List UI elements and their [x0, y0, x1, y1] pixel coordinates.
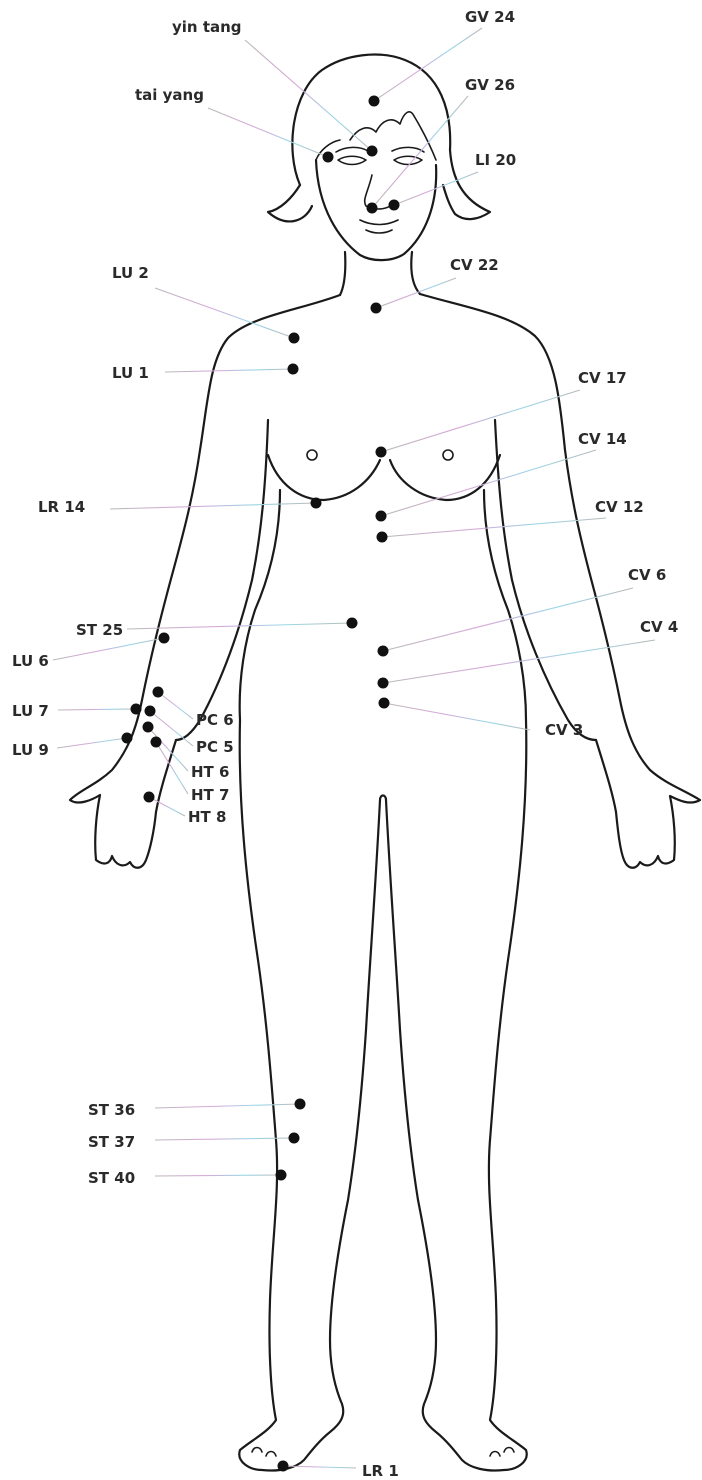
leader-line-cv3 — [384, 703, 530, 730]
acupoint-label-cv12: CV 12 — [595, 498, 644, 516]
acupoint-label-pc5: PC 5 — [196, 738, 234, 756]
acupoint-label-lr1: LR 1 — [362, 1462, 399, 1480]
acupoint-marker-ht7 — [151, 737, 162, 748]
acupoint-label-gv24: GV 24 — [465, 8, 515, 26]
acupoint-marker-cv3 — [379, 698, 390, 709]
leader-line-ht8 — [149, 797, 185, 816]
leader-line-cv6 — [383, 588, 633, 651]
leader-line-pc6 — [158, 692, 193, 719]
acupoint-label-st37: ST 37 — [88, 1133, 135, 1151]
leader-line-cv17 — [381, 390, 580, 452]
leader-lines — [53, 28, 655, 1468]
acupoint-marker-cv12 — [377, 532, 388, 543]
acupoint-marker-lu6 — [159, 633, 170, 644]
acupoint-label-yintang: yin tang — [172, 18, 242, 36]
head-outline — [268, 55, 490, 261]
acupoint-marker-li20 — [389, 200, 400, 211]
acupoint-marker-gv26 — [367, 203, 378, 214]
leader-line-lu2 — [155, 288, 294, 338]
acupoint-label-taiyang: tai yang — [135, 86, 204, 104]
acupoint-labels: GV 24 yin tang GV 26 tai yang LI 20 CV 22 LU 2… — [12, 8, 678, 1480]
acupoint-marker-st25 — [347, 618, 358, 629]
acupoint-label-li20: LI 20 — [475, 151, 516, 169]
acupoint-label-lu2: LU 2 — [112, 264, 149, 282]
acupoint-marker-ht6 — [143, 722, 154, 733]
leader-line-taiyang — [208, 108, 328, 157]
acupoint-marker-ht8 — [144, 792, 155, 803]
acupoint-marker-taiyang — [323, 152, 334, 163]
leader-line-lu7 — [58, 709, 136, 710]
leader-line-st40 — [155, 1175, 281, 1176]
acupoint-marker-yintang — [367, 146, 378, 157]
leader-line-cv12 — [382, 518, 606, 537]
acupoint-marker-gv24 — [369, 96, 380, 107]
leader-line-st36 — [155, 1104, 300, 1108]
leader-line-cv14 — [381, 450, 596, 516]
acupoint-label-st40: ST 40 — [88, 1169, 135, 1187]
acupoint-label-cv3: CV 3 — [545, 721, 583, 739]
acupoint-label-lu9: LU 9 — [12, 741, 49, 759]
acupoint-label-pc6: PC 6 — [196, 711, 234, 729]
leader-line-lu9 — [57, 738, 127, 748]
acupoint-label-st25: ST 25 — [76, 621, 123, 639]
acupoint-label-ht8: HT 8 — [188, 808, 226, 826]
leader-line-lr14 — [110, 503, 316, 509]
acupoint-label-cv4: CV 4 — [640, 618, 678, 636]
acupoint-marker-lu9 — [122, 733, 133, 744]
leader-line-lu1 — [165, 369, 293, 372]
acupoint-label-st36: ST 36 — [88, 1101, 135, 1119]
acupoint-marker-st36 — [295, 1099, 306, 1110]
acupoint-marker-cv22 — [371, 303, 382, 314]
leader-line-gv26 — [372, 96, 468, 208]
leader-line-lu6 — [53, 638, 164, 660]
acupoint-marker-lr14 — [311, 498, 322, 509]
acupoint-label-ht7: HT 7 — [191, 786, 229, 804]
acupoint-marker-pc5 — [145, 706, 156, 717]
torso-outline — [70, 252, 700, 868]
acupoint-label-lr14: LR 14 — [38, 498, 85, 516]
acupoint-label-lu1: LU 1 — [112, 364, 149, 382]
acupoint-label-cv14: CV 14 — [578, 430, 627, 448]
acupoint-marker-cv4 — [378, 678, 389, 689]
acupoint-marker-lu2 — [289, 333, 300, 344]
acupoint-marker-cv6 — [378, 646, 389, 657]
acupoint-marker-pc6 — [153, 687, 164, 698]
acupoint-marker-st40 — [276, 1170, 287, 1181]
leader-line-st37 — [155, 1138, 294, 1140]
acupoint-marker-cv17 — [376, 447, 387, 458]
legs-outline — [239, 720, 526, 1471]
acupoint-label-cv6: CV 6 — [628, 566, 666, 584]
acupoint-marker-lr1 — [278, 1461, 289, 1472]
acupoint-marker-cv14 — [376, 511, 387, 522]
acupoint-label-ht6: HT 6 — [191, 763, 229, 781]
acupoint-marker-lu1 — [288, 364, 299, 375]
acupoint-label-cv17: CV 17 — [578, 369, 627, 387]
leader-line-cv22 — [376, 278, 456, 308]
acupoint-label-cv22: CV 22 — [450, 256, 499, 274]
acupoint-marker-lu7 — [131, 704, 142, 715]
acupoint-label-lu7: LU 7 — [12, 702, 49, 720]
acupoint-label-gv26: GV 26 — [465, 76, 515, 94]
acupoint-marker-st37 — [289, 1133, 300, 1144]
acupoint-label-lu6: LU 6 — [12, 652, 49, 670]
